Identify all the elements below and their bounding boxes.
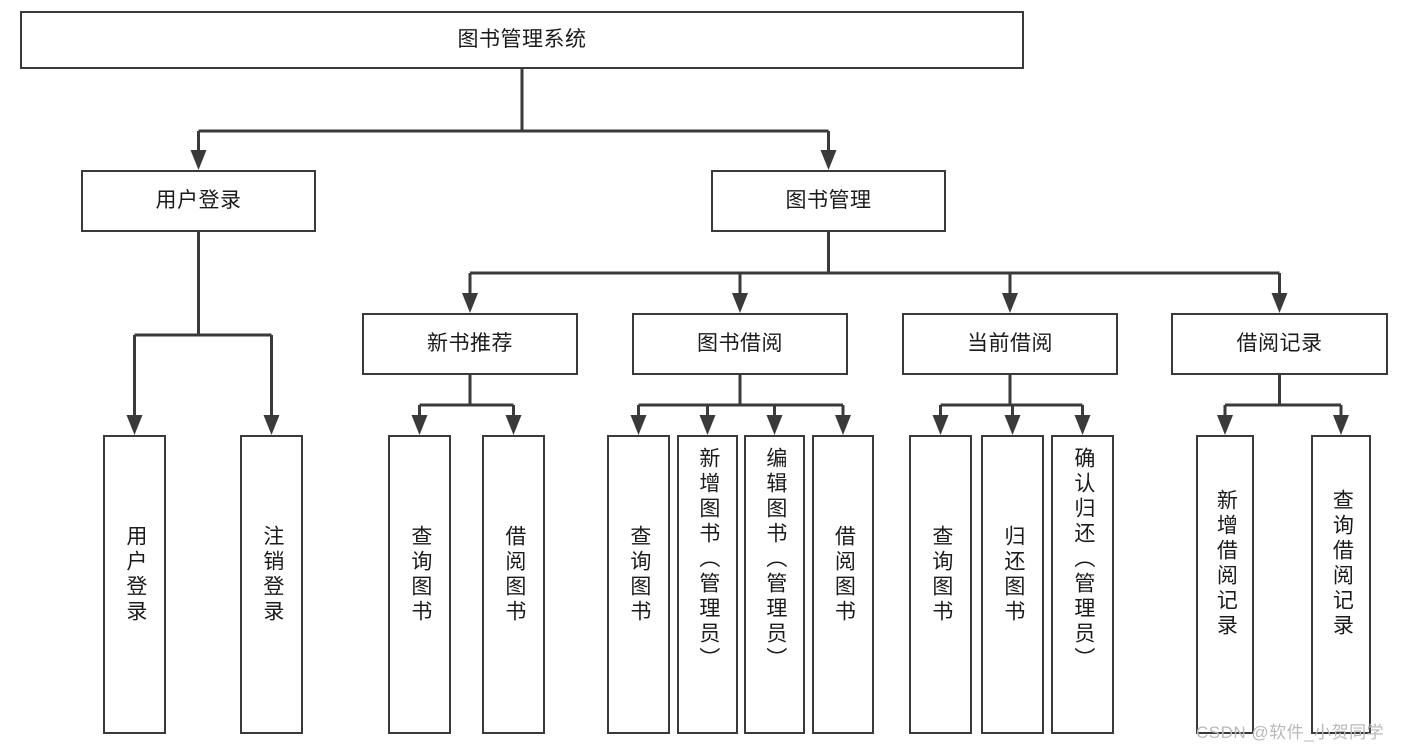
- arrow-head-new-book-rec: [462, 293, 478, 313]
- arrow-head-borrow-record: [1271, 293, 1288, 313]
- node-leaf-query-book-1[interactable]: 查询图书: [388, 435, 451, 734]
- node-label-user-login: 用户登录: [155, 188, 242, 212]
- arrow-head-leaf-add-record: [1217, 415, 1233, 435]
- node-label-root: 图书管理系统: [457, 27, 587, 51]
- arrow-head-current-borrow: [1002, 293, 1018, 313]
- node-leaf-add-book[interactable]: 新增图书（管理员）: [677, 435, 738, 734]
- node-label-leaf-query-book-1: 查询图书: [408, 525, 432, 625]
- arrow-head-leaf-query-book-1: [411, 415, 428, 435]
- node-leaf-edit-book[interactable]: 编辑图书（管理员）: [744, 435, 805, 734]
- arrow-head-leaf-confirm-return: [1074, 415, 1091, 435]
- node-new-book-rec[interactable]: 新书推荐: [362, 313, 578, 375]
- node-label-leaf-query-book-2: 查询图书: [627, 525, 651, 625]
- node-label-book-manage: 图书管理: [785, 188, 872, 212]
- node-leaf-add-record[interactable]: 新增借阅记录: [1196, 435, 1254, 734]
- node-leaf-return-book[interactable]: 归还图书: [981, 435, 1044, 734]
- node-leaf-query-record[interactable]: 查询借阅记录: [1311, 435, 1371, 734]
- node-leaf-query-book-2[interactable]: 查询图书: [607, 435, 670, 734]
- arrow-head-leaf-add-book: [699, 415, 716, 435]
- arrow-head-leaf-query-book-3: [932, 415, 949, 435]
- node-root[interactable]: 图书管理系统: [20, 11, 1024, 69]
- arrow-head-book-borrow: [732, 293, 748, 313]
- node-leaf-user-logout[interactable]: 注销登录: [240, 435, 303, 734]
- node-leaf-user-login[interactable]: 用户登录: [103, 435, 166, 734]
- node-label-leaf-user-login: 用户登录: [123, 525, 147, 625]
- node-label-leaf-query-record: 查询借阅记录: [1330, 489, 1354, 639]
- node-book-manage[interactable]: 图书管理: [711, 170, 946, 232]
- arrow-head-user-login: [190, 150, 207, 170]
- arrow-head-leaf-query-book-2: [630, 415, 647, 435]
- node-leaf-borrow-book-2[interactable]: 借阅图书: [812, 435, 874, 734]
- node-label-leaf-borrow-book-1: 借阅图书: [502, 525, 526, 625]
- node-leaf-borrow-book-1[interactable]: 借阅图书: [482, 435, 545, 734]
- node-leaf-query-book-3[interactable]: 查询图书: [909, 435, 972, 734]
- node-current-borrow[interactable]: 当前借阅: [902, 313, 1118, 375]
- node-label-leaf-confirm-return: 确认归还（管理员）: [1071, 447, 1095, 672]
- node-label-book-borrow: 图书借阅: [697, 331, 783, 355]
- node-label-leaf-edit-book: 编辑图书（管理员）: [763, 447, 787, 672]
- arrow-head-leaf-edit-book: [766, 415, 783, 435]
- arrow-head-leaf-user-logout: [263, 415, 280, 435]
- arrow-head-leaf-borrow-book-1: [505, 415, 522, 435]
- node-label-new-book-rec: 新书推荐: [427, 331, 513, 355]
- node-label-leaf-user-logout: 注销登录: [260, 525, 284, 625]
- node-label-current-borrow: 当前借阅: [967, 331, 1053, 355]
- arrow-head-leaf-user-login: [126, 415, 143, 435]
- node-label-leaf-borrow-book-2: 借阅图书: [832, 525, 856, 625]
- node-label-leaf-return-book: 归还图书: [1001, 525, 1025, 625]
- node-label-borrow-record: 借阅记录: [1236, 331, 1323, 355]
- node-book-borrow[interactable]: 图书借阅: [632, 313, 848, 375]
- arrow-head-leaf-borrow-book-2: [835, 415, 851, 435]
- node-label-leaf-add-book: 新增图书（管理员）: [696, 447, 720, 672]
- arrow-head-book-manage: [820, 150, 837, 170]
- arrow-head-leaf-return-book: [1004, 415, 1021, 435]
- node-label-leaf-query-book-3: 查询图书: [929, 525, 953, 625]
- node-user-login[interactable]: 用户登录: [81, 170, 316, 232]
- node-borrow-record[interactable]: 借阅记录: [1171, 313, 1388, 375]
- node-label-leaf-add-record: 新增借阅记录: [1214, 489, 1238, 639]
- node-leaf-confirm-return[interactable]: 确认归还（管理员）: [1051, 435, 1114, 734]
- arrow-head-leaf-query-record: [1333, 415, 1349, 435]
